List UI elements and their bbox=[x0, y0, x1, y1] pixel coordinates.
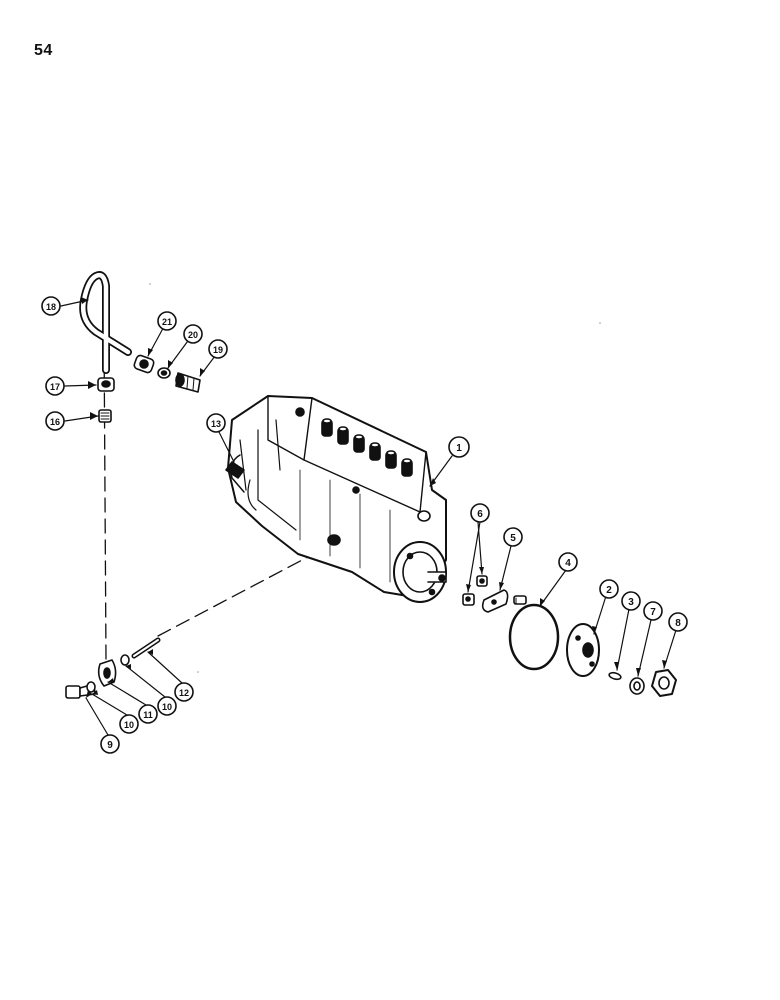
svg-text:18: 18 bbox=[46, 302, 56, 312]
callout-5: 5 bbox=[503, 527, 523, 547]
assembly-line-diagonal bbox=[157, 547, 326, 637]
svg-text:20: 20 bbox=[188, 330, 198, 340]
callout-11: 11 bbox=[138, 704, 158, 724]
svg-text:5: 5 bbox=[510, 533, 516, 544]
sealing-washer-right bbox=[120, 654, 130, 666]
svg-text:13: 13 bbox=[211, 419, 221, 429]
connector-19 bbox=[175, 372, 201, 393]
hose-sleeve bbox=[98, 409, 112, 423]
svg-text:21: 21 bbox=[162, 317, 172, 327]
callout-6: 6 bbox=[470, 503, 490, 523]
callout-21: 21 bbox=[157, 311, 177, 331]
fitting-21 bbox=[133, 354, 155, 374]
svg-text:4: 4 bbox=[565, 558, 571, 569]
svg-text:11: 11 bbox=[143, 710, 153, 720]
washer-20 bbox=[157, 367, 171, 379]
svg-text:3: 3 bbox=[628, 597, 634, 608]
callout-18: 18 bbox=[41, 296, 61, 316]
sealing-washer-left bbox=[86, 681, 96, 693]
svg-text:10: 10 bbox=[124, 720, 134, 730]
svg-text:2: 2 bbox=[606, 585, 612, 596]
drive-hub bbox=[566, 623, 600, 677]
svg-text:10: 10 bbox=[162, 702, 172, 712]
lock-screw bbox=[513, 595, 527, 605]
o-ring bbox=[508, 603, 560, 671]
flange-nut-lower bbox=[462, 593, 475, 606]
svg-text:7: 7 bbox=[650, 607, 656, 618]
svg-text:17: 17 bbox=[50, 382, 60, 392]
svg-text:19: 19 bbox=[213, 345, 223, 355]
svg-text:9: 9 bbox=[107, 740, 113, 751]
callout-19: 19 bbox=[208, 339, 228, 359]
callout-12: 12 bbox=[174, 682, 194, 702]
callout-2: 2 bbox=[599, 579, 619, 599]
callout-8: 8 bbox=[668, 612, 688, 632]
control-lever bbox=[225, 461, 245, 479]
svg-text:8: 8 bbox=[675, 618, 681, 629]
svg-text:16: 16 bbox=[50, 417, 60, 427]
injection-pump-body bbox=[227, 395, 447, 603]
svg-text:12: 12 bbox=[179, 688, 189, 698]
callout-1: 1 bbox=[448, 436, 470, 458]
page-number: 54 bbox=[34, 42, 53, 59]
callout-16: 16 bbox=[45, 411, 65, 431]
hex-nut bbox=[651, 669, 677, 697]
callout-13: 13 bbox=[206, 413, 226, 433]
callout-17: 17 bbox=[45, 376, 65, 396]
callout-20: 20 bbox=[183, 324, 203, 344]
flange-nut-upper bbox=[476, 575, 488, 587]
woodruff-key bbox=[608, 671, 622, 681]
lock-washer bbox=[629, 677, 645, 695]
lock-plate bbox=[481, 589, 509, 613]
callout-7: 7 bbox=[643, 601, 663, 621]
fuel-tube bbox=[131, 637, 161, 659]
callout-10-lower: 10 bbox=[119, 714, 139, 734]
callout-10-upper: 10 bbox=[157, 696, 177, 716]
svg-text:6: 6 bbox=[477, 509, 483, 520]
callout-4: 4 bbox=[558, 552, 578, 572]
callout-9: 9 bbox=[100, 734, 120, 754]
hose-nut bbox=[97, 377, 115, 392]
callout-3: 3 bbox=[621, 591, 641, 611]
svg-text:1: 1 bbox=[456, 443, 462, 454]
